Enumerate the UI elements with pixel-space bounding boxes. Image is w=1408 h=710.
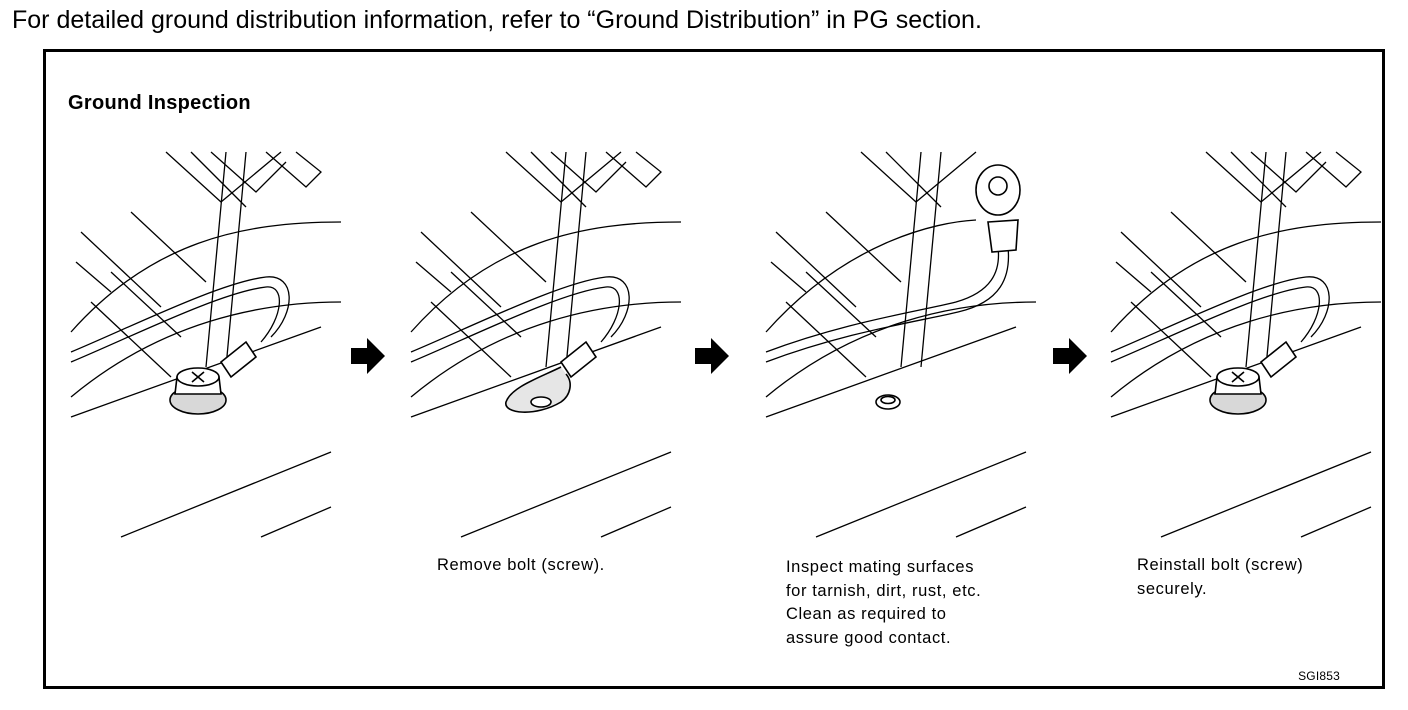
step-4-illustration — [1111, 152, 1381, 552]
step-3-caption: Inspect mating surfaces for tarnish, dir… — [786, 558, 982, 647]
step-3-illustration — [766, 152, 1036, 552]
diagram-frame: Ground Inspection — [43, 49, 1385, 689]
diagram-title: Ground Inspection — [68, 92, 251, 114]
right-arrow-icon — [1053, 338, 1087, 374]
step-1-illustration — [71, 152, 341, 552]
step-2-illustration — [411, 152, 681, 552]
figure-code: SGI853 — [1298, 669, 1340, 683]
right-arrow-icon — [351, 338, 385, 374]
right-arrow-icon — [695, 338, 729, 374]
intro-text: For detailed ground distribution informa… — [12, 6, 982, 34]
step-2-caption: Remove bolt (screw). — [437, 556, 605, 574]
step-4-caption: Reinstall bolt (screw) securely. — [1137, 556, 1304, 598]
